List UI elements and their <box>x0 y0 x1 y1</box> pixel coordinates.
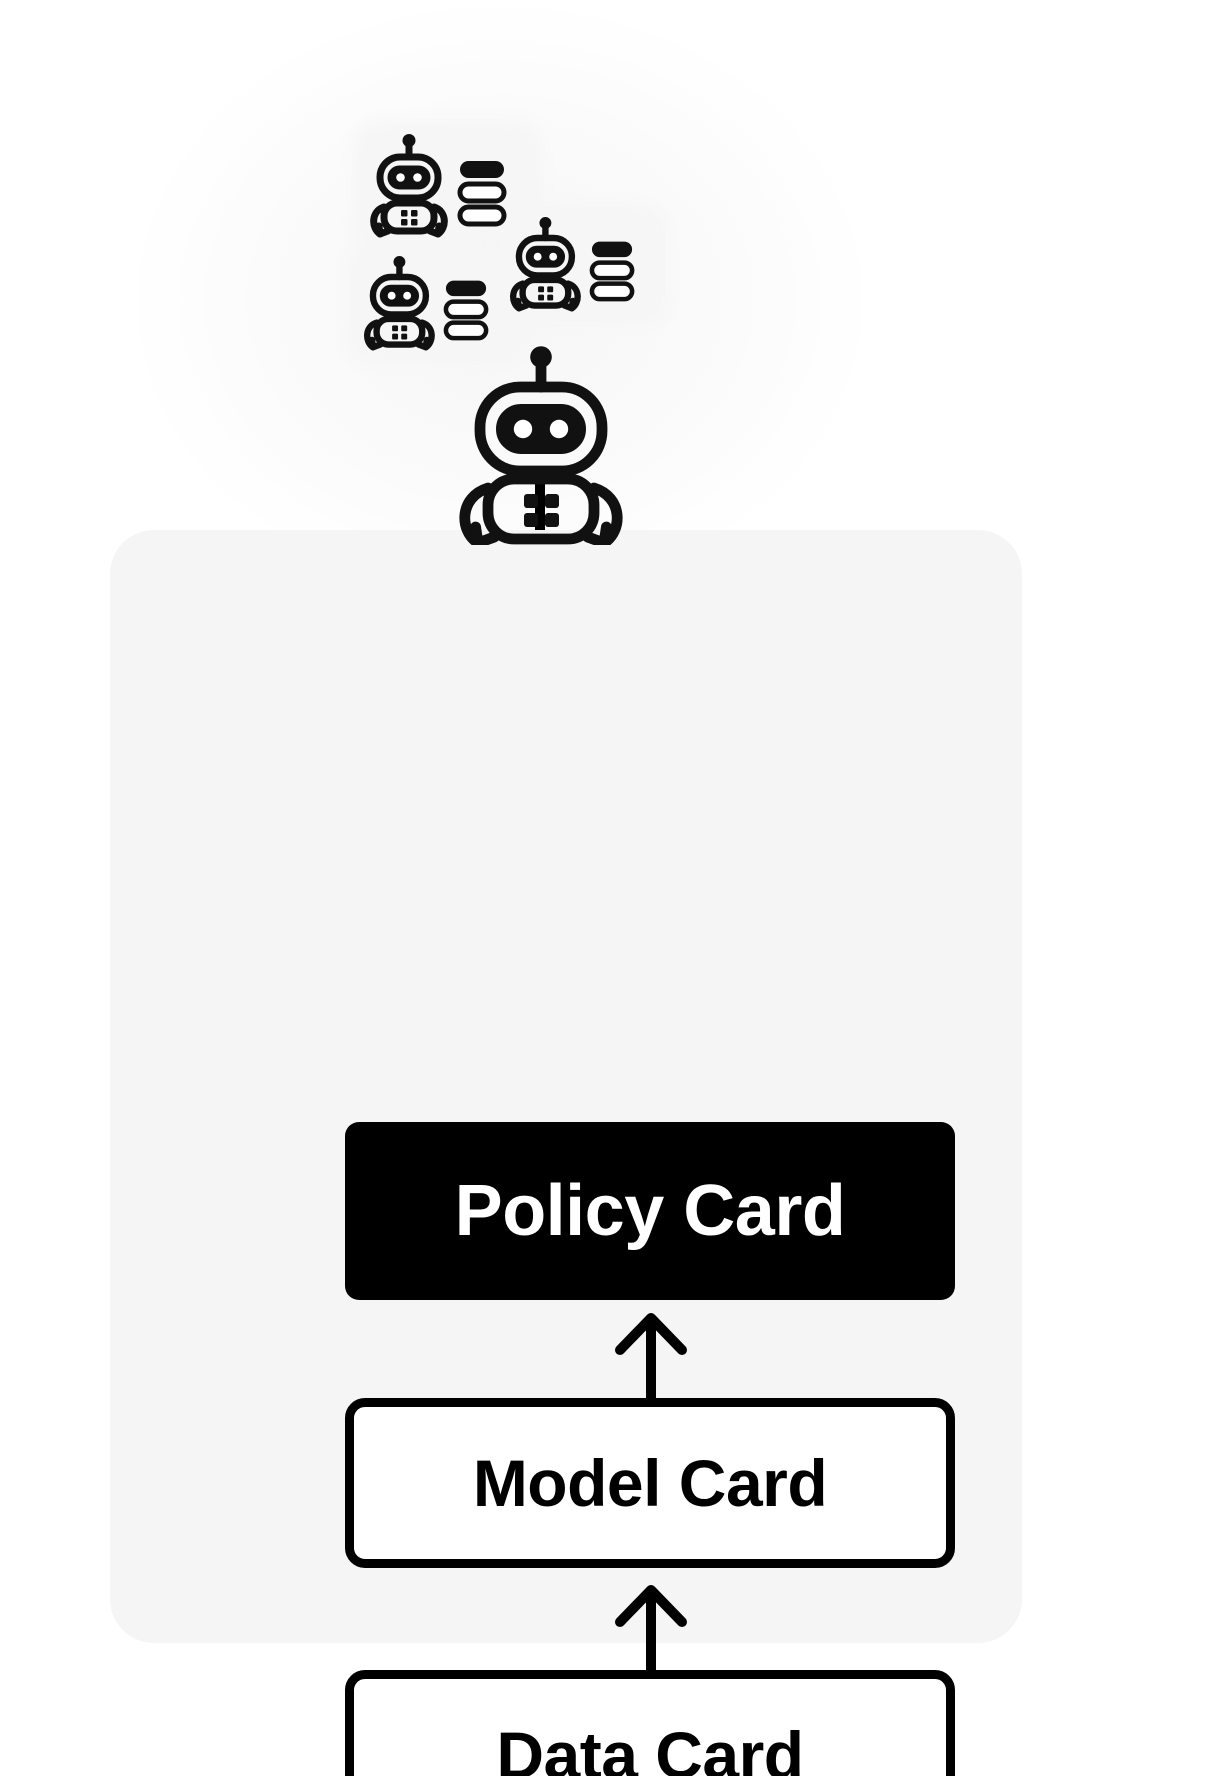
robot-icon <box>370 134 507 238</box>
arrow-model-to-policy <box>596 1308 706 1400</box>
data-card-label: Data Card <box>496 1718 804 1776</box>
list-bars-icon <box>589 241 635 302</box>
arrow-data-to-model <box>596 1580 706 1672</box>
robot-icon <box>364 256 489 351</box>
lead-agent-robot <box>448 345 634 545</box>
list-bars-icon <box>457 161 507 227</box>
robot-icon <box>510 217 635 312</box>
swarm-agent-2 <box>348 243 522 363</box>
arrow-up-icon <box>615 1313 687 1400</box>
model-card-label: Model Card <box>472 1446 828 1520</box>
deployed-agent-panel: Policy Card Model Card <box>110 530 1022 1776</box>
swarm-agent-1 <box>354 121 542 250</box>
arrow-up-icon <box>615 1585 687 1672</box>
model-card[interactable]: Model Card <box>345 1398 955 1568</box>
agent-swarm <box>0 0 1216 560</box>
policy-card-label: Policy Card <box>454 1171 846 1251</box>
policy-card[interactable]: Policy Card <box>345 1122 955 1300</box>
data-card[interactable]: Data Card <box>345 1670 955 1776</box>
swarm-agent-3 <box>494 204 668 324</box>
robot-icon <box>459 346 623 545</box>
list-bars-icon <box>443 280 489 341</box>
